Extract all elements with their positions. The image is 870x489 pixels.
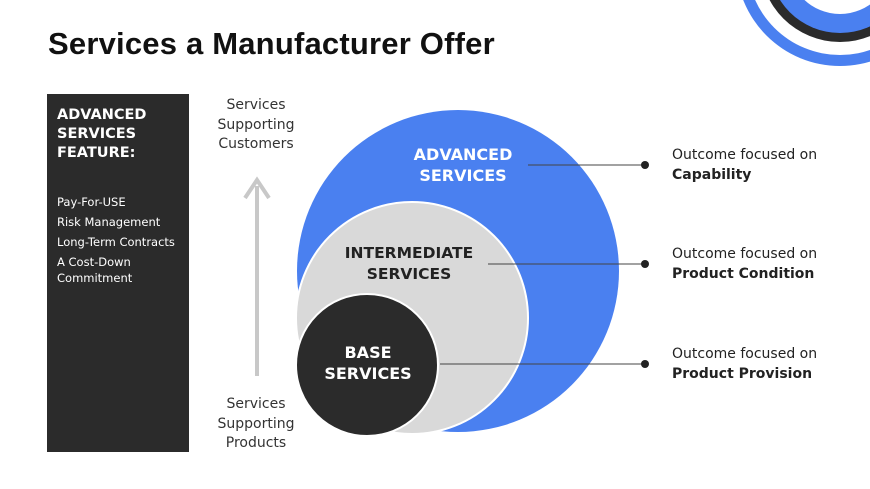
base-services-label: BASE SERVICES [318, 342, 418, 384]
feature-list: Pay-For-USE Risk Management Long-Term Co… [57, 194, 187, 290]
outcome-product-provision: Outcome focused on Product Provision [672, 345, 817, 384]
circle-label-line: SERVICES [324, 364, 412, 383]
outcome-focus: Capability [672, 166, 752, 183]
axis-label-line: Customers [218, 136, 294, 152]
circle-label-line: INTERMEDIATE [344, 244, 474, 262]
outcome-capability: Outcome focused on Capability [672, 146, 817, 185]
feature-item: A Cost-Down [57, 255, 131, 269]
feature-heading: ADVANCED SERVICES FEATURE: [57, 106, 185, 163]
circle-label-line: ADVANCED [413, 145, 513, 164]
feature-panel: ADVANCED SERVICES FEATURE: Pay-For-USE R… [47, 94, 189, 452]
connector-lines [440, 161, 649, 368]
axis-label-bottom: Services Supporting Products [196, 395, 316, 454]
feature-item: Long-Term Contracts [57, 235, 175, 249]
circle-label-line: BASE [344, 343, 392, 362]
outcome-focus: Product Provision [672, 365, 813, 382]
circle-label-line: SERVICES [366, 265, 452, 283]
axis-label-line: Services [226, 396, 286, 412]
axis-label-top: Services Supporting Customers [196, 96, 316, 155]
outcome-line: Outcome focused on [672, 147, 818, 163]
feature-item: Risk Management [57, 215, 161, 229]
feature-heading-line: FEATURE: [57, 145, 136, 161]
axis-label-line: Products [225, 435, 287, 451]
feature-heading-line: ADVANCED [57, 107, 147, 123]
circle-label-line: SERVICES [419, 166, 507, 185]
base-services-circle [295, 293, 439, 437]
axis-label-line: Supporting [217, 116, 295, 133]
outcome-product-condition: Outcome focused on Product Condition [672, 245, 817, 284]
up-arrow-icon [243, 176, 271, 376]
outcome-line: Outcome focused on [672, 346, 818, 362]
axis-label-line: Services [226, 97, 286, 113]
feature-item: Pay-For-USE [57, 195, 126, 209]
feature-heading-line: SERVICES [57, 126, 137, 142]
outcome-focus: Product Condition [672, 265, 815, 282]
page-title: Services a Manufacturer Offer [48, 26, 495, 61]
concentric-circles-icon [743, 0, 870, 66]
intermediate-services-label: INTERMEDIATE SERVICES [330, 243, 488, 285]
outcome-line: Outcome focused on [672, 246, 818, 262]
axis-label-line: Supporting [217, 415, 295, 432]
advanced-services-label: ADVANCED SERVICES [388, 144, 538, 186]
feature-item: Commitment [57, 271, 133, 285]
